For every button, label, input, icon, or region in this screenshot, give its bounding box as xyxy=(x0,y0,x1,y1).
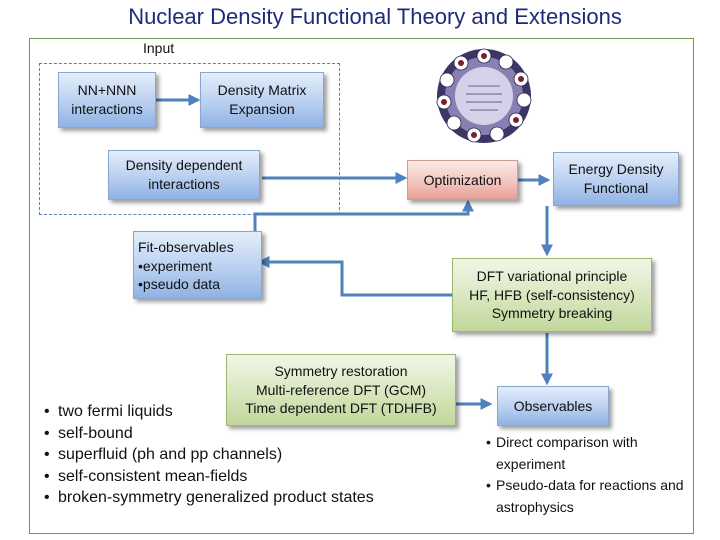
list-item: broken-symmetry generalized product stat… xyxy=(44,487,374,509)
dft-properties-list: two fermi liquids self-bound superfluid … xyxy=(44,401,374,509)
list-item: Direct comparison with experiment xyxy=(486,432,696,475)
dft-line-1: DFT variational principle xyxy=(476,267,628,284)
restoration-line-2: Multi-reference DFT (GCM) xyxy=(255,381,427,398)
density-matrix-expansion-box: Density Matrix Expansion xyxy=(200,72,324,128)
observables-box: Observables xyxy=(497,386,609,426)
energy-density-functional-box: Energy Density Functional xyxy=(553,152,679,206)
fit-item-experiment: •experiment xyxy=(138,257,213,274)
list-item: two fermi liquids xyxy=(44,401,374,423)
list-item: superfluid (ph and pp channels) xyxy=(44,444,374,466)
dft-line-2: HF, HFB (self-consistency) xyxy=(469,286,635,303)
input-group-frame xyxy=(39,63,340,215)
dft-wheel-image xyxy=(430,44,538,148)
list-item: self-consistent mean-fields xyxy=(44,466,374,488)
dft-variational-principle-box: DFT variational principle HF, HFB (self-… xyxy=(452,258,652,332)
input-label: Input xyxy=(143,40,175,56)
fit-observables-box: Fit-observables •experiment •pseudo data xyxy=(133,231,262,299)
list-item: self-bound xyxy=(44,423,374,445)
observable-uses-list: Direct comparison with experiment Pseudo… xyxy=(486,432,696,518)
arrow-dft-to-fit xyxy=(257,256,453,297)
fit-item-pseudo-data: •pseudo data xyxy=(138,276,220,293)
nn-nnn-interactions-box: NN+NNN interactions xyxy=(58,72,156,128)
arrow-fit-to-optimization xyxy=(253,199,474,265)
list-item: Pseudo-data for reactions and astrophysi… xyxy=(486,475,696,518)
dft-line-3: Symmetry breaking xyxy=(491,305,613,322)
density-dependent-interactions-box: Density dependent interactions xyxy=(108,150,260,200)
page-title: Nuclear Density Functional Theory and Ex… xyxy=(128,4,622,29)
restoration-line-1: Symmetry restoration xyxy=(274,362,408,379)
fit-observables-heading: Fit-observables xyxy=(138,238,234,255)
optimization-box: Optimization xyxy=(407,160,518,200)
